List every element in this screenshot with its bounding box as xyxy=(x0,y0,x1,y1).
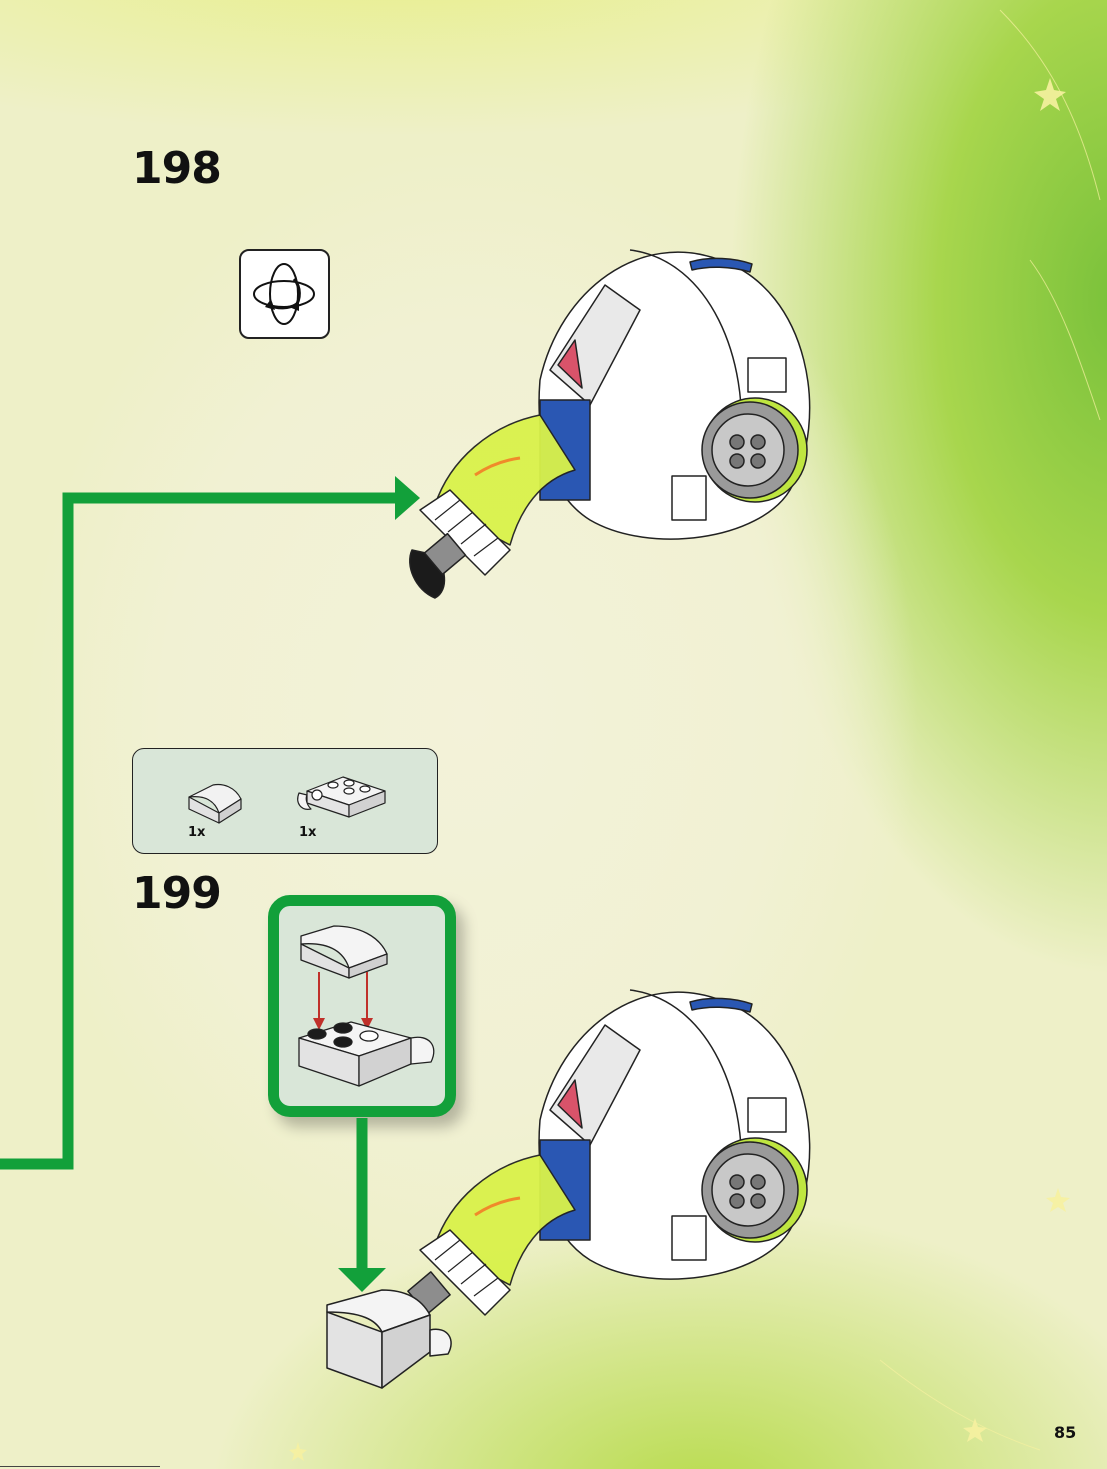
footer-rule xyxy=(0,1466,160,1467)
model-illustration-step-199 xyxy=(322,960,782,1380)
model-illustration-step-198 xyxy=(390,220,850,620)
technic-brick-with-clip-icon xyxy=(293,769,393,829)
curved-slope-brick-icon xyxy=(183,777,253,827)
parts-list-box: 1x 1x xyxy=(132,748,438,854)
part-qty-1: 1x xyxy=(188,825,205,840)
page-number: 85 xyxy=(1054,1423,1076,1442)
part-qty-2: 1x xyxy=(299,825,316,840)
step-number-199: 199 xyxy=(132,868,221,919)
